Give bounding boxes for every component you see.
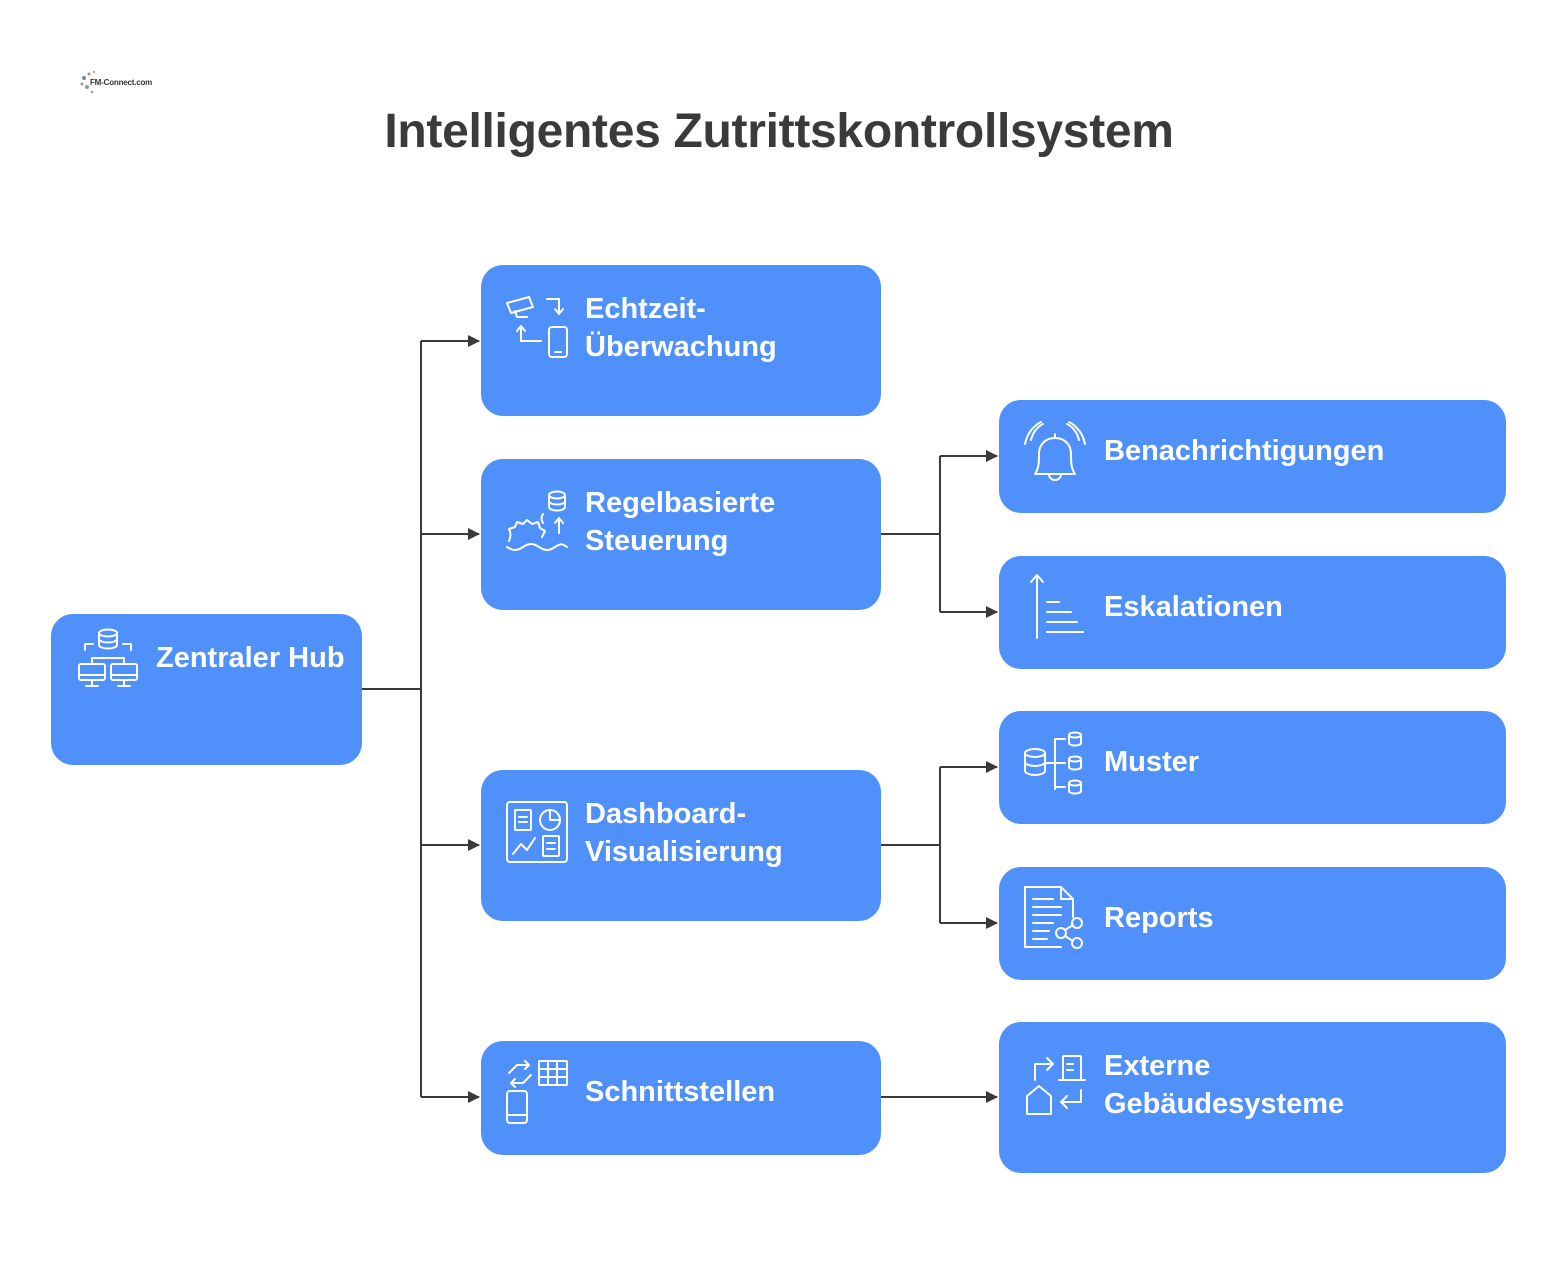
device-table-sync-icon [506,1060,568,1124]
logo-graphic-icon [80,70,96,94]
node-label: Dashboard- Visualisierung [585,798,783,868]
bell-alarm-icon [1024,421,1086,481]
node-label: Reports [1104,902,1214,934]
database-tree-icon [1024,731,1082,795]
node-label: Regelbasierte Steuerung [585,487,776,557]
node-regelbasierte-steuerung: Regelbasierte Steuerung [481,459,881,610]
page-title: Intelligentes Zutrittskontrollsystem [384,105,1174,158]
fm-connect-logo: FM-Connect.com [78,68,152,98]
document-share-icon [1024,886,1083,949]
node-reports: Reports [999,867,1506,980]
building-exchange-icon [1026,1055,1086,1115]
node-externe-gebaeudesysteme: Externe Gebäudesysteme [999,1022,1506,1173]
camera-sync-icon [506,296,568,358]
node-label: Eskalationen [1104,591,1283,623]
node-label: Zentraler Hub [156,642,345,674]
node-benachrichtigungen: Benachrichtigungen [999,400,1506,513]
dashboard-icon [506,801,568,863]
node-label: Echtzeit- Überwachung [585,293,777,363]
logo-text: FM-Connect.com [90,78,153,87]
node-dashboard-visualisierung: Dashboard- Visualisierung [481,770,881,921]
node-echtzeit-ueberwachung: Echtzeit- Überwachung [481,265,881,416]
node-label: Schnittstellen [585,1076,776,1108]
node-muster: Muster [999,711,1506,824]
escalation-list-icon [1030,574,1084,639]
node-schnittstellen: Schnittstellen [481,1041,881,1155]
node-eskalationen: Eskalationen [999,556,1506,669]
node-label: Benachrichtigungen [1104,435,1385,467]
node-label: Externe Gebäudesysteme [1104,1050,1345,1120]
node-label: Muster [1104,746,1200,778]
node-zentraler-hub: Zentraler Hub [51,614,362,765]
database-network-icon [78,628,138,687]
gears-database-icon [506,490,568,551]
